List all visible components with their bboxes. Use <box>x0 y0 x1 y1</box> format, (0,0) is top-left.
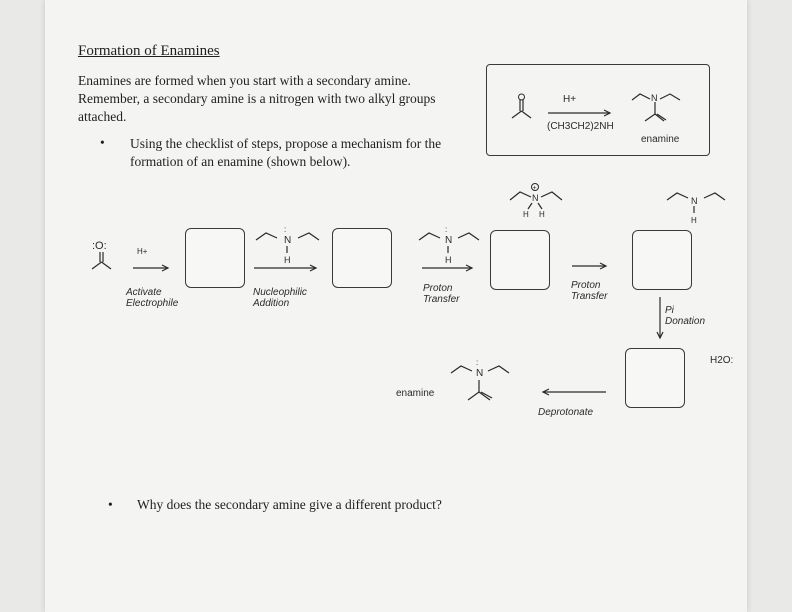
svg-text:N: N <box>532 193 539 203</box>
water-molecule: H2O: <box>710 355 734 366</box>
step-proton-transfer-2: Proton Transfer <box>571 280 608 302</box>
svg-text:H: H <box>523 210 529 219</box>
step-activate-electrophile: Activate Electrophile <box>126 287 179 309</box>
worksheet-page <box>45 0 747 612</box>
svg-text:H: H <box>284 255 291 265</box>
summary-reaction-box <box>486 64 710 156</box>
acetone-summary-icon <box>511 93 532 119</box>
oxygen-lone-pairs: :O: <box>92 240 107 252</box>
svg-text:H: H <box>539 210 545 219</box>
activate-arrow-icon <box>133 264 170 272</box>
summary-product-label: enamine <box>641 134 680 145</box>
summary-reagent-bottom: (CH3CH2)2NH <box>547 121 614 132</box>
secondary-amine-icon: N H : <box>418 225 480 265</box>
summary-reaction-arrow-icon <box>548 109 612 117</box>
ammonium-ion-icon: + N H H <box>509 183 563 219</box>
answer-box-1[interactable] <box>185 228 245 288</box>
secondary-amine-icon: N H : <box>255 225 320 265</box>
bullet-marker: • <box>100 135 105 150</box>
proton-transfer-arrow-icon <box>422 264 474 272</box>
step-proton-transfer-1: Proton Transfer <box>423 283 460 305</box>
svg-text:H: H <box>445 255 452 265</box>
secondary-amine-icon: N H <box>666 192 726 225</box>
svg-text::: : <box>284 225 286 234</box>
page-title: Formation of Enamines <box>78 43 220 59</box>
step-deprotonate: Deprotonate <box>538 407 594 418</box>
answer-box-4[interactable] <box>632 230 692 290</box>
step-nucleophilic-addition: Nucleophilic Addition <box>253 287 307 309</box>
final-enamine-label: enamine <box>396 388 435 399</box>
svg-text:N: N <box>284 235 291 246</box>
question-1: Using the checklist of steps, propose a … <box>130 136 442 169</box>
step-pi-donation: Pi Donation <box>665 305 706 327</box>
nucleophilic-arrow-icon <box>254 264 318 272</box>
question-2: Why does the secondary amine give a diff… <box>137 497 442 512</box>
enamine-product-icon: N <box>631 93 681 122</box>
svg-text:N: N <box>476 368 483 379</box>
acetone-start-icon <box>91 252 112 270</box>
svg-text::: : <box>476 358 478 367</box>
answer-box-2[interactable] <box>332 228 392 288</box>
bullet-marker: • <box>108 497 113 512</box>
svg-text:N: N <box>691 196 698 206</box>
svg-text:N: N <box>651 93 658 103</box>
proton-transfer-2-arrow-icon <box>572 262 608 270</box>
svg-text:H: H <box>691 216 697 225</box>
deprotonate-arrow-icon <box>541 388 606 396</box>
svg-text:N: N <box>445 235 452 246</box>
intro-paragraph: Enamines are formed when you start with … <box>78 73 436 124</box>
enamine-final-icon: N : <box>450 358 510 401</box>
answer-box-5[interactable] <box>625 348 685 408</box>
svg-text::: : <box>445 225 447 234</box>
svg-text:+: + <box>533 185 537 192</box>
pi-donation-arrow-icon <box>656 297 664 340</box>
summary-reagent-top: H+ <box>563 94 577 105</box>
h-plus-reagent: H+ <box>137 247 148 256</box>
answer-box-3[interactable] <box>490 230 550 290</box>
